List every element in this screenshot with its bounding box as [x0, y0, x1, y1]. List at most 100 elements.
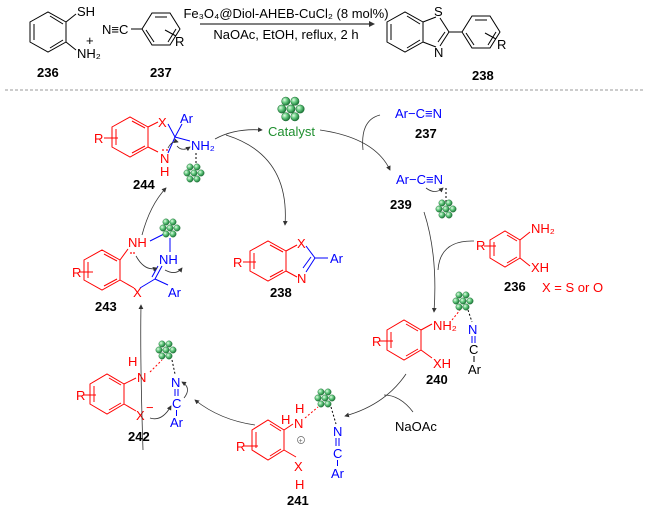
nitrile-c: C — [469, 342, 478, 357]
positive-charge-icon — [297, 436, 305, 444]
thiolate-x: X — [136, 408, 145, 423]
x-atom: X — [158, 115, 167, 130]
arrow-icon — [437, 240, 475, 271]
arrow-icon — [194, 399, 256, 426]
r-group: R — [76, 388, 85, 403]
aminothiophenol-236: R NH₂ XH 236 X = S or O — [476, 221, 603, 295]
arrow-icon — [362, 114, 381, 151]
benzene-ring — [111, 116, 149, 158]
ammonium-n: N — [294, 416, 303, 431]
aryl-group: Ar — [170, 415, 184, 430]
nitrile-n: N — [468, 322, 477, 337]
catalyst-icon — [155, 340, 177, 360]
nitrogen-atom: N — [434, 45, 443, 60]
arrow-icon — [344, 373, 407, 418]
aryl-group: Ar — [168, 285, 182, 300]
r-group: R — [94, 131, 103, 146]
nitrile-n: N — [171, 375, 180, 390]
r-group: R — [233, 255, 242, 270]
compound-label-237: 237 — [150, 65, 172, 80]
hydrogen: H — [281, 412, 290, 427]
compound-label-238: 238 — [270, 285, 292, 300]
nitrile-237: Ar−C≡N 237 — [395, 106, 442, 141]
imine-nh: NH — [159, 252, 178, 267]
intermediate-244: R X N H Ar NH₂ 244 — [94, 111, 215, 192]
compound-label-244: 244 — [133, 177, 155, 192]
compound-label-239: 239 — [390, 197, 412, 212]
amine-nh: NH — [128, 235, 147, 250]
compound-label-241: 241 — [287, 493, 309, 508]
nitrile-group: N≡C — [102, 22, 128, 37]
nh2-group: NH₂ — [531, 221, 555, 236]
svg-text:+: + — [299, 438, 303, 445]
xh-group: XH — [531, 260, 549, 275]
nitrile-formula: Ar−C≡N — [395, 106, 442, 121]
catalyst-icon — [183, 163, 205, 183]
xh-group: XH — [433, 356, 451, 371]
benzene-ring — [83, 249, 121, 291]
benzene-ring — [386, 11, 424, 53]
catalyst-icon — [435, 199, 457, 219]
nh2-group: NH₂ — [77, 46, 101, 61]
hydrogen: H — [295, 477, 304, 492]
product-238-cycle: R X N Ar 238 — [233, 236, 344, 300]
hydrogen: H — [295, 401, 304, 416]
x-atom: X — [133, 285, 142, 300]
sulfur-atom: S — [434, 4, 443, 19]
catalyst: Catalyst — [268, 96, 315, 139]
r-group: R — [236, 439, 245, 454]
intermediate-240: R NH₂ XH N C Ar 240 — [372, 291, 482, 387]
benzene-ring — [386, 319, 422, 361]
hydrogen: H — [128, 354, 137, 369]
reactant-237: N≡C R 237 — [102, 12, 184, 80]
compound-label-238: 238 — [472, 68, 494, 83]
aryl-group: Ar — [468, 362, 482, 377]
amine-n: N — [137, 370, 146, 385]
conditions-catalyst: Fe₃O₄@Diol-AHEB-CuCl₂ (8 mol%) — [183, 6, 388, 21]
r-group: R — [372, 334, 381, 349]
benzene-ring — [249, 240, 287, 282]
nitrile-c: C — [333, 446, 342, 461]
benzene-ring — [29, 11, 67, 53]
catalyst-icon — [314, 388, 336, 408]
aryl-group: Ar — [180, 111, 194, 126]
product-238: S N R 238 — [386, 4, 506, 83]
reactant-236: SH NH₂ 236 — [29, 4, 101, 80]
sh-group: SH — [77, 4, 95, 19]
negative-charge: − — [146, 400, 154, 415]
compound-label-243: 243 — [95, 299, 117, 314]
compound-label-242: 242 — [128, 429, 150, 444]
intermediate-242: R H N X − N C Ar 242 — [76, 340, 188, 444]
r-group: R — [175, 34, 184, 49]
arrow-icon — [214, 127, 263, 140]
compound-label-236: 236 — [504, 279, 526, 294]
catalyst-icon — [452, 291, 474, 311]
ring-n: N — [160, 151, 169, 166]
activated-nitrile-239: Ar−C≡N 239 — [390, 172, 457, 219]
hydrogen: H — [160, 164, 169, 179]
cycle-arrows — [138, 114, 475, 451]
nitrile-formula: Ar−C≡N — [396, 172, 443, 187]
base-label: NaOAc — [395, 419, 437, 434]
nitrile-c: C — [172, 396, 181, 411]
x-atom: X — [297, 236, 306, 251]
arrow-icon — [225, 134, 288, 226]
r-group: R — [72, 265, 81, 280]
compound-label-237: 237 — [415, 126, 437, 141]
catalyst-label: Catalyst — [268, 124, 315, 139]
benzene-ring — [461, 15, 501, 49]
catalyst-icon — [159, 218, 181, 238]
arrow-icon — [383, 394, 414, 413]
benzene-ring — [89, 373, 125, 415]
benzene-ring — [251, 419, 285, 461]
ring-n: N — [297, 271, 306, 286]
r-group: R — [476, 238, 485, 253]
compound-label-240: 240 — [426, 372, 448, 387]
amine-nh2: NH₂ — [191, 138, 215, 153]
plus-sign: + — [86, 33, 94, 48]
x-atom: X — [294, 459, 303, 474]
reaction-arrow: Fe₃O₄@Diol-AHEB-CuCl₂ (8 mol%) NaOAc, Et… — [183, 6, 388, 42]
benzene-ring — [141, 12, 181, 46]
catalyst-icon — [277, 96, 305, 122]
